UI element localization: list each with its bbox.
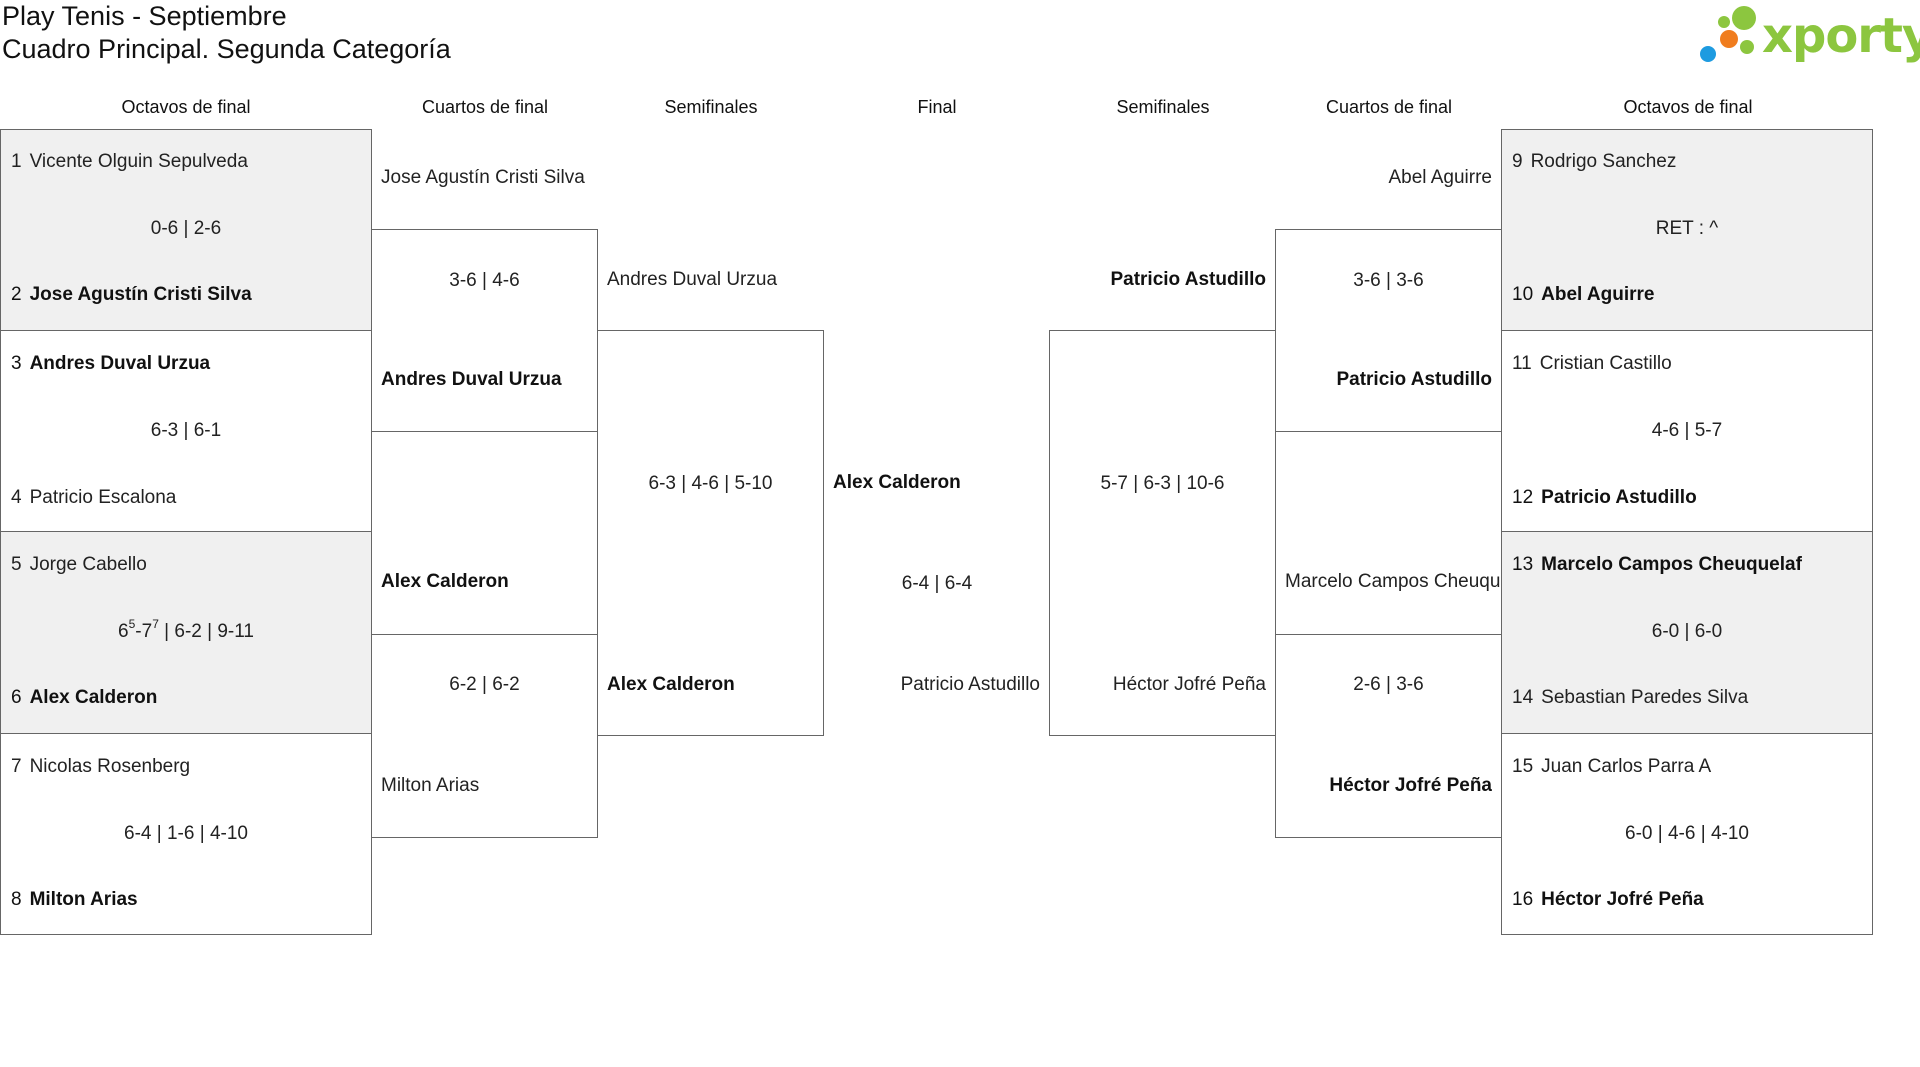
seed: 15 (1512, 756, 1534, 777)
player-name-winner: Abel Aguirre (1541, 284, 1655, 305)
logo-dot-blue (1700, 46, 1716, 62)
match-right-r16-1[interactable]: 9 Rodrigo Sanchez RET : ^ 10 Abel Aguirre (1501, 129, 1873, 331)
player-name: Patricio Escalona (29, 487, 177, 508)
match-score: 6-0 | 4-6 | 4-10 (1625, 823, 1749, 844)
seed: 5 (11, 554, 22, 575)
seed: 8 (11, 889, 22, 910)
player-name: Juan Carlos Parra A (1541, 756, 1712, 777)
qf-left-1-player1: Jose Agustín Cristi Silva (381, 167, 585, 188)
logo-dot-green-small (1718, 16, 1730, 28)
final-player2: Patricio Astudillo (900, 674, 1040, 695)
seed: 1 (11, 151, 22, 172)
seed: 11 (1512, 353, 1532, 374)
match-score: 6-3 | 4-6 | 5-10 (648, 473, 773, 494)
match-score: 65-77 | 6-2 | 9-11 (118, 616, 254, 642)
seed: 12 (1512, 487, 1534, 508)
match-score: 3-6 | 4-6 (449, 270, 520, 291)
qf-right-2-player2: Héctor Jofré Peña (1329, 775, 1492, 796)
page-subtitle: Cuadro Principal. Segunda Categoría (2, 34, 451, 64)
final-score: 6-4 | 6-4 (901, 573, 973, 594)
final-player1: Alex Calderon (833, 472, 961, 493)
player-name: Vicente Olguin Sepulveda (29, 151, 248, 172)
player-name: Cristian Castillo (1539, 353, 1672, 374)
header-left-qf: Cuartos de final (421, 97, 549, 117)
seed: 9 (1512, 151, 1523, 172)
header-right-qf: Cuartos de final (1325, 97, 1453, 117)
seed: 3 (11, 353, 22, 374)
match-score: 3-6 | 3-6 (1353, 270, 1424, 291)
sf-left-player1: Andres Duval Urzua (607, 269, 778, 290)
player-name-winner: Héctor Jofré Peña (1541, 889, 1704, 910)
qf-right-1-player1: Abel Aguirre (1388, 167, 1492, 188)
seed: 4 (11, 487, 22, 508)
seed: 2 (11, 284, 22, 305)
seed: 6 (11, 687, 22, 708)
header-right-r16: Octavos de final (1623, 97, 1753, 117)
match-right-r16-2[interactable]: 11 Cristian Castillo 4-6 | 5-7 12 Patricio… (1501, 330, 1873, 532)
player-name-winner: Andres Duval Urzua (29, 353, 211, 374)
player-name-winner: Milton Arias (29, 889, 138, 910)
match-score: RET : ^ (1655, 218, 1719, 239)
seed: 14 (1512, 687, 1534, 708)
sf-right-player2: Héctor Jofré Peña (1112, 674, 1266, 695)
player-name: Nicolas Rosenberg (29, 756, 191, 777)
header-left-r16: Octavos de final (121, 97, 251, 117)
player-name: Rodrigo Sanchez (1530, 151, 1677, 172)
sf-left-player2: Alex Calderon (607, 674, 735, 695)
header-final: Final (917, 97, 957, 117)
match-left-qf-1[interactable]: 3-6 | 4-6 (371, 229, 598, 432)
qf-right-1-player2: Patricio Astudillo (1336, 369, 1492, 390)
match-right-qf-2[interactable]: 2-6 | 3-6 (1275, 634, 1502, 838)
seed: 10 (1512, 284, 1534, 305)
seed: 7 (11, 756, 22, 777)
page-title: Play Tenis - Septiembre (2, 1, 287, 31)
player-name-winner: Patricio Astudillo (1541, 487, 1697, 508)
match-score: 6-0 | 6-0 (1651, 621, 1723, 642)
qf-left-2-player2: Milton Arias (381, 775, 480, 796)
logo-dot-orange (1720, 30, 1738, 48)
match-score: 6-2 | 6-2 (449, 674, 520, 695)
match-score: 4-6 | 5-7 (1651, 420, 1723, 441)
match-right-sf[interactable]: 5-7 | 6-3 | 10-6 (1049, 330, 1276, 736)
match-left-r16-2[interactable]: 3 Andres Duval Urzua 6-3 | 6-1 4 Patricio … (0, 330, 372, 532)
match-left-r16-1[interactable]: 1 Vicente Olguin Sepulveda 0-6 | 2-6 2 Jos… (0, 129, 372, 331)
sf-right-player1: Patricio Astudillo (1110, 269, 1266, 290)
xporty-logo[interactable]: xporty (1696, 4, 1920, 68)
logo-dot-green-right (1740, 40, 1754, 54)
seed: 13 (1512, 554, 1534, 575)
logo-text: xporty (1762, 8, 1920, 64)
player-name: Jorge Cabello (29, 554, 147, 575)
match-score: 2-6 | 3-6 (1353, 674, 1424, 695)
match-left-r16-3[interactable]: 5 Jorge Cabello 65-77 | 6-2 | 9-11 6 Alex … (0, 531, 372, 734)
header-right-sf: Semifinales (1116, 97, 1210, 117)
match-right-r16-3[interactable]: 13 Marcelo Campos Cheuquelaf 6-0 | 6-0 14… (1501, 531, 1873, 734)
qf-left-2-player1: Alex Calderon (381, 571, 509, 592)
seed: 16 (1512, 889, 1534, 910)
match-right-r16-4[interactable]: 15 Juan Carlos Parra A 6-0 | 4-6 | 4-10 1… (1501, 733, 1873, 935)
match-left-qf-2[interactable]: 6-2 | 6-2 (371, 634, 598, 838)
player-name: Sebastian Paredes Silva (1541, 687, 1749, 708)
qf-right-2-player1: Marcelo Campos Cheuquelaf (1285, 571, 1501, 592)
player-name-winner: Jose Agustín Cristi Silva (29, 284, 252, 305)
match-score: 6-4 | 1-6 | 4-10 (124, 823, 248, 844)
logo-dot-green (1732, 6, 1756, 30)
header-left-sf: Semifinales (664, 97, 758, 117)
match-right-qf-1[interactable]: 3-6 | 3-6 (1275, 229, 1502, 432)
match-score: 5-7 | 6-3 | 10-6 (1100, 473, 1225, 494)
match-left-r16-4[interactable]: 7 Nicolas Rosenberg 6-4 | 1-6 | 4-10 8 Mil… (0, 733, 372, 935)
match-score: 6-3 | 6-1 (150, 420, 222, 441)
qf-left-1-player2: Andres Duval Urzua (381, 369, 562, 390)
player-name-winner: Alex Calderon (29, 687, 158, 708)
player-name-winner: Marcelo Campos Cheuquelaf (1541, 554, 1802, 575)
match-score: 0-6 | 2-6 (150, 218, 222, 239)
match-left-sf[interactable]: 6-3 | 4-6 | 5-10 (597, 330, 824, 736)
